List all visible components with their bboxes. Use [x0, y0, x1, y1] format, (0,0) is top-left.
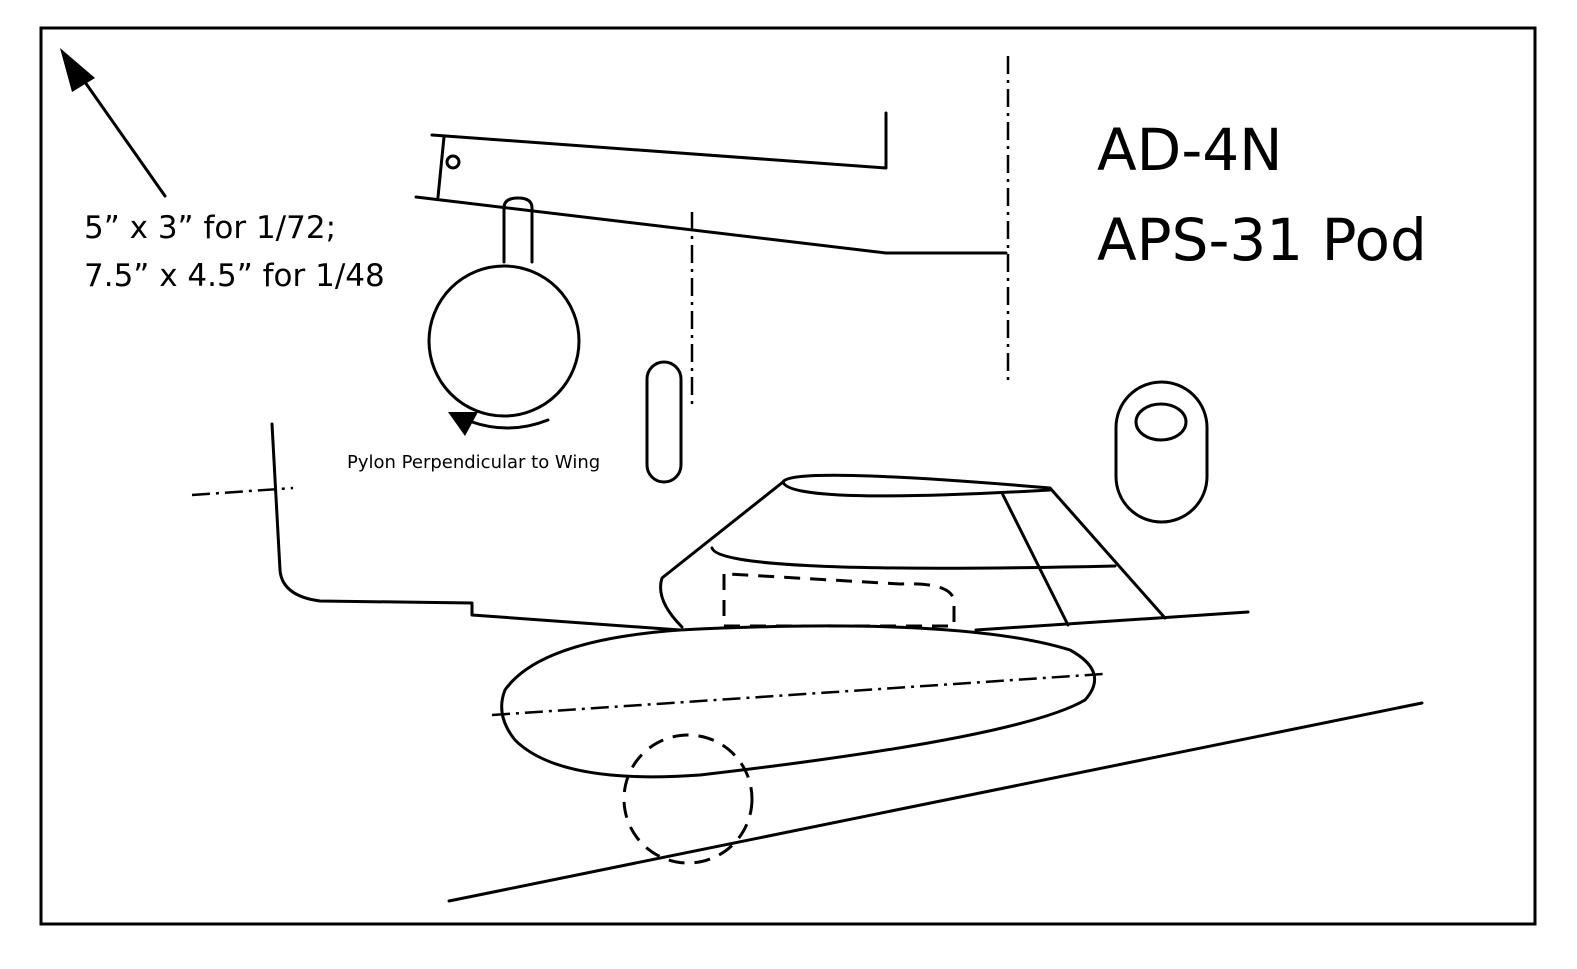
title-line-1: AD-4N [1097, 116, 1283, 184]
frame-border [39, 26, 1537, 926]
slot-outline [645, 360, 683, 484]
ground-line [447, 701, 1424, 903]
pod-front-circle [427, 264, 581, 418]
size-note-line-1: 5” x 3” for 1/72; [84, 210, 336, 246]
pylon-fairing [659, 473, 1167, 629]
hinge-point-icon [445, 154, 461, 170]
rotation-note: Pylon Perpendicular to Wing [347, 452, 600, 473]
title-line-2: APS-31 Pod [1097, 206, 1427, 274]
rear-pod-outline [1114, 380, 1209, 524]
center-line-left [191, 486, 294, 497]
size-note-line-2: 7.5” x 4.5” for 1/48 [84, 258, 385, 294]
rear-pod-opening [1134, 402, 1188, 442]
size-arrow [60, 48, 167, 198]
pod-side-view [491, 624, 1104, 865]
wing-section-view [414, 111, 1008, 436]
wing-root-outline [270, 422, 682, 632]
